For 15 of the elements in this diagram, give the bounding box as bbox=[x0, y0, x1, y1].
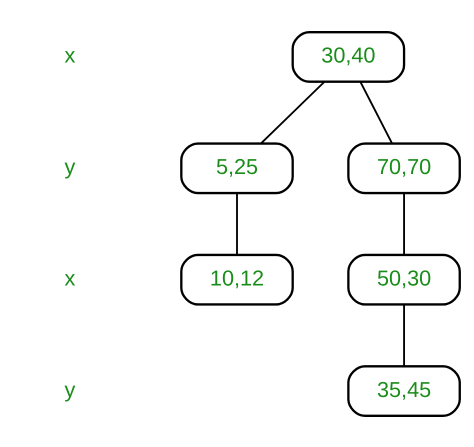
node-box: 70,70 bbox=[347, 142, 461, 194]
label: x bbox=[64, 42, 76, 68]
node-box: 5,25 bbox=[180, 142, 294, 194]
connector bbox=[260, 80, 325, 144]
connector bbox=[403, 304, 405, 366]
node-box: 30,40 bbox=[292, 30, 406, 82]
node-box: 50,30 bbox=[347, 253, 461, 306]
label: y bbox=[64, 376, 76, 402]
node-box: 35,45 bbox=[347, 364, 461, 416]
connector bbox=[360, 81, 393, 144]
connector bbox=[236, 192, 238, 254]
label: x bbox=[64, 264, 76, 290]
label: y bbox=[64, 154, 76, 179]
node-box: 10,12 bbox=[180, 253, 294, 306]
connector bbox=[403, 192, 405, 254]
